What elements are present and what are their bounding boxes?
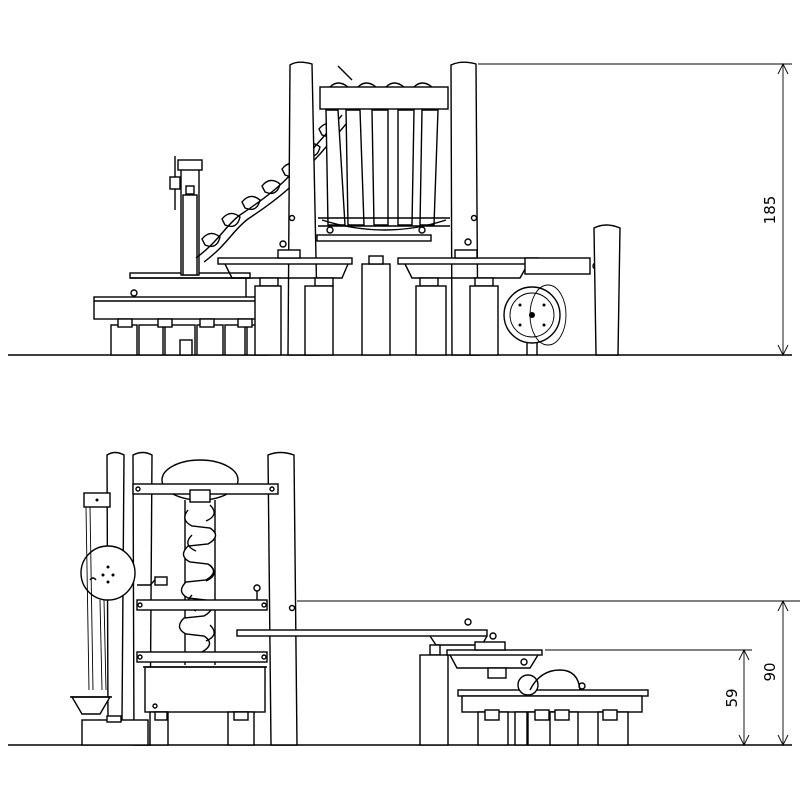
bridge-deck (236, 618, 488, 746)
right-top-deck (397, 238, 600, 356)
dimension-label-185: 185 (761, 196, 779, 225)
right-tall-post (267, 451, 298, 746)
crank-wheel (70, 492, 149, 746)
centre-pillar (361, 263, 391, 356)
dimension-185: 185 (478, 62, 792, 357)
crossbeam-with-dome (132, 459, 279, 503)
dimension-90: 90 (297, 599, 800, 747)
dimension-label-59: 59 (723, 688, 741, 707)
cable-drum (503, 284, 567, 355)
front-elevation-view: 185 (8, 61, 792, 357)
left-top-deck (217, 240, 353, 356)
dimension-59: 59 (545, 648, 752, 747)
left-platform (93, 289, 270, 356)
rails (136, 576, 268, 663)
lower-platform (457, 669, 649, 746)
right-end-post (593, 224, 621, 356)
dimension-label-90: 90 (761, 662, 779, 681)
step-platform (446, 632, 543, 679)
log-roll-panel (318, 65, 450, 231)
vertical-spiral-slide (178, 500, 217, 665)
central-deck (316, 234, 432, 242)
steering-wheel-tower (169, 156, 203, 276)
sand-table (143, 666, 267, 746)
side-elevation-view: 90 59 (8, 451, 800, 747)
